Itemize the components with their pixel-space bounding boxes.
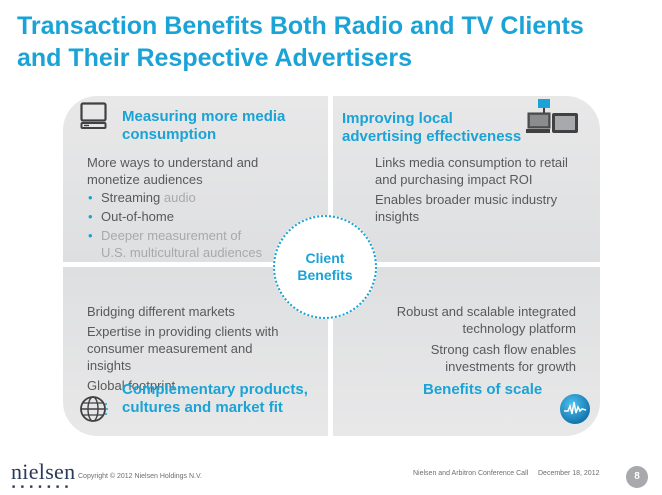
heading-line: Measuring more media bbox=[122, 108, 286, 125]
title-line-1: Transaction Benefits Both Radio and TV C… bbox=[17, 12, 584, 40]
nielsen-logo: nielsen bbox=[11, 459, 76, 484]
page-number-badge: 8 bbox=[626, 466, 648, 488]
heading-benefits-of-scale: Benefits of scale bbox=[423, 381, 543, 398]
conference-text: Nielsen and Arbitron Conference Call bbox=[413, 470, 529, 477]
bottom-left-text: Bridging different markets Expertise in … bbox=[87, 303, 287, 394]
heading-complementary-products: Complementary products, cultures and mar… bbox=[122, 381, 308, 417]
date-text: December 18, 2012 bbox=[538, 470, 600, 477]
heading-line: advertising effectiveness bbox=[342, 128, 522, 145]
list-item: •Out-of-home bbox=[88, 209, 174, 224]
computer-icon bbox=[80, 102, 107, 129]
globe-icon bbox=[80, 396, 108, 422]
heading-line: Improving local bbox=[342, 110, 453, 127]
copyright-text: Copyright © 2012 Nielsen Holdings N.V. bbox=[78, 473, 202, 480]
heading-measuring-media: Measuring more media consumption bbox=[122, 108, 285, 144]
bullet-list: •Streaming audio •Out-of-home •Deeper me… bbox=[87, 189, 272, 261]
heading-improving-local: Improving local advertising effectivenes… bbox=[342, 110, 521, 146]
list-item: Bridging different markets bbox=[87, 304, 235, 319]
list-item: •Streaming audio bbox=[88, 190, 196, 205]
heading-line: consumption bbox=[122, 126, 217, 143]
devices-icon bbox=[526, 99, 578, 133]
heading-line: Complementary products, bbox=[122, 381, 308, 398]
logo-dots: ■ ■ ■ ■ ■ ■ ■ bbox=[12, 484, 71, 490]
quadrant-bottom-right bbox=[333, 267, 600, 436]
page-title: Transaction Benefits Both Radio and TV C… bbox=[17, 10, 647, 74]
title-line-2: and Their Respective Advertisers bbox=[17, 44, 413, 72]
waveform-icon bbox=[560, 394, 590, 424]
heading-line: cultures and market fit bbox=[122, 399, 283, 416]
list-item: Global footprint bbox=[87, 378, 176, 393]
